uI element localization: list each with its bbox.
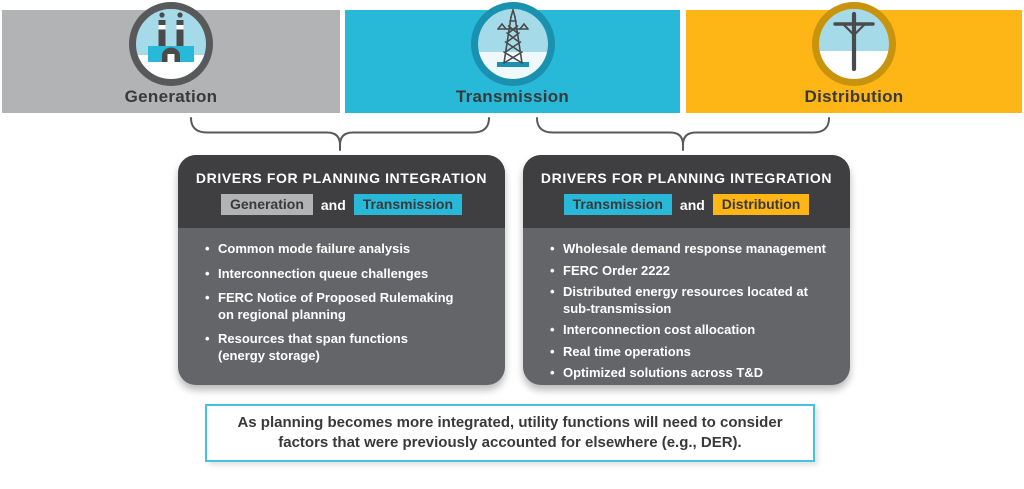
driver-item: Optimized solutions across T&D bbox=[549, 365, 838, 382]
banner-label-distribution: Distribution bbox=[804, 87, 904, 106]
driver-item: Interconnection cost allocation bbox=[549, 322, 838, 339]
summary-note: As planning becomes more integrated, uti… bbox=[205, 404, 815, 462]
card-header: DRIVERS FOR PLANNING INTEGRATION Generat… bbox=[178, 155, 505, 228]
driver-item: Wholesale demand response management bbox=[549, 241, 838, 258]
banner-distribution: Distribution bbox=[686, 2, 1022, 113]
banner-label-transmission: Transmission bbox=[455, 87, 570, 106]
driver-item: Interconnection queue challenges bbox=[204, 266, 493, 283]
power-plant-icon bbox=[129, 2, 213, 86]
card-header: DRIVERS FOR PLANNING INTEGRATION Transmi… bbox=[523, 155, 850, 228]
driver-item: Real time operations bbox=[549, 344, 838, 361]
card-title: DRIVERS FOR PLANNING INTEGRATION bbox=[540, 170, 833, 186]
banner-generation: Generation bbox=[2, 2, 340, 113]
driver-item: FERC Order 2222 bbox=[549, 263, 838, 280]
driver-item: FERC Notice of Proposed Rulemaking on re… bbox=[204, 290, 493, 323]
utility-pole-icon bbox=[812, 2, 896, 86]
transmission-tower-icon bbox=[470, 2, 555, 86]
badge-transmission: Transmission bbox=[353, 194, 463, 215]
brace-generation-transmission bbox=[190, 117, 490, 151]
badge-distribution: Distribution bbox=[712, 194, 810, 215]
badge-row: Transmission and Distribution bbox=[523, 194, 850, 215]
drivers-list: Wholesale demand response management FER… bbox=[523, 228, 850, 382]
driver-item: Common mode failure analysis bbox=[204, 241, 493, 258]
card-title: DRIVERS FOR PLANNING INTEGRATION bbox=[195, 170, 488, 186]
badge-row: Generation and Transmission bbox=[178, 194, 505, 215]
badge-transmission: Transmission bbox=[563, 194, 672, 215]
drivers-card-generation-transmission: DRIVERS FOR PLANNING INTEGRATION Generat… bbox=[178, 155, 505, 385]
drivers-list: Common mode failure analysis Interconnec… bbox=[178, 228, 505, 364]
conjunction-label: and bbox=[320, 196, 346, 213]
banner-label-generation: Generation bbox=[124, 87, 218, 106]
banner-transmission: Transmission bbox=[345, 2, 680, 113]
badge-generation: Generation bbox=[220, 194, 313, 215]
conjunction-label: and bbox=[679, 196, 705, 213]
brace-transmission-distribution bbox=[536, 117, 830, 151]
driver-item: Resources that span functions (energy st… bbox=[204, 331, 493, 364]
driver-item: Distributed energy resources located at … bbox=[549, 284, 838, 317]
drivers-card-transmission-distribution: DRIVERS FOR PLANNING INTEGRATION Transmi… bbox=[523, 155, 850, 385]
